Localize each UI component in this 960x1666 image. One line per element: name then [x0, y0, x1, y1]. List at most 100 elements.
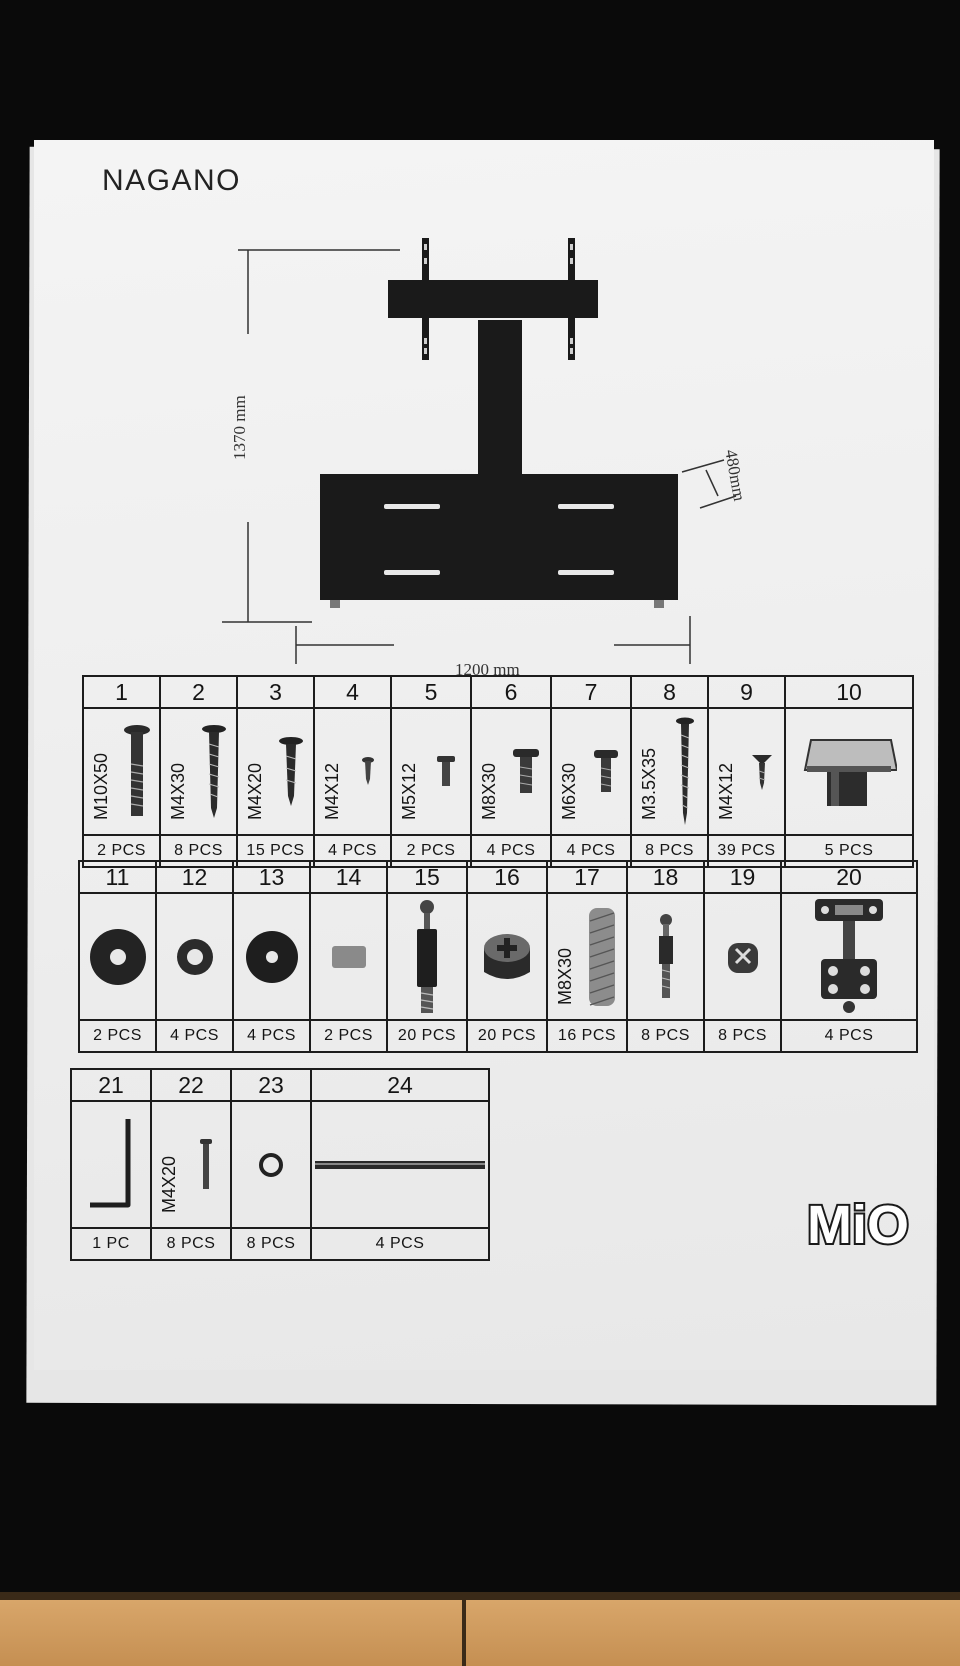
part-quantity: 16 PCS: [546, 1019, 628, 1053]
part-number: 12: [155, 860, 234, 894]
part-number: 16: [466, 860, 548, 894]
part-image: [626, 892, 705, 1021]
part-size-label: M3.5X35: [639, 747, 659, 820]
rod-icon: [315, 1160, 485, 1169]
part-image: [70, 1100, 152, 1229]
brand-logo: MiO: [805, 1195, 911, 1257]
ring-icon: [259, 1152, 283, 1177]
part-quantity: 8 PCS: [703, 1019, 782, 1053]
part-image: [386, 892, 468, 1021]
part-number: 15: [386, 860, 468, 894]
part-image: M5X12: [390, 707, 472, 836]
part-size-label: M4X30: [168, 762, 188, 820]
allen-key-icon: [90, 1118, 131, 1207]
small-washer-icon: [176, 938, 213, 975]
document-title: NAGANO: [102, 164, 242, 197]
tv-stand-drawing: [222, 238, 737, 664]
part-image: [466, 892, 548, 1021]
part-number: 13: [232, 860, 311, 894]
part-quantity: 4 PCS: [232, 1019, 311, 1053]
bolt-icon: [594, 749, 618, 792]
part-quantity: 20 PCS: [386, 1019, 468, 1053]
part-quantity: 2 PCS: [309, 1019, 388, 1053]
part-number: 20: [780, 860, 918, 894]
part-image: M4X20: [236, 707, 315, 836]
part-number: 18: [626, 860, 705, 894]
part-quantity: 1 PC: [70, 1227, 152, 1261]
part-size-label: M8X30: [479, 762, 499, 820]
cam-lock-icon: [484, 933, 530, 979]
part-quantity: 2 PCS: [78, 1019, 157, 1053]
part-number: 21: [70, 1068, 152, 1102]
part-image: [78, 892, 157, 1021]
small-bolt-icon: [437, 755, 455, 786]
part-number: 7: [550, 675, 632, 709]
part-image: M3.5X35: [630, 707, 709, 836]
part-number: 10: [784, 675, 914, 709]
part-image: M4X20: [150, 1100, 232, 1229]
table-seam: [462, 1600, 466, 1666]
part-image: [703, 892, 782, 1021]
part-number: 2: [159, 675, 238, 709]
part-image: [230, 1100, 312, 1229]
part-quantity: 4 PCS: [780, 1019, 918, 1053]
pin-screw-icon: [200, 1138, 212, 1189]
spacer-icon: [331, 945, 366, 968]
part-quantity: 8 PCS: [150, 1227, 232, 1261]
screw-icon: [278, 736, 303, 806]
washer-icon: [245, 930, 298, 983]
part-size-label: M4X12: [716, 762, 736, 820]
part-number: 11: [78, 860, 157, 894]
part-number: 23: [230, 1068, 312, 1102]
part-number: 6: [470, 675, 552, 709]
part-number: 22: [150, 1068, 232, 1102]
part-size-label: M5X12: [399, 762, 419, 820]
part-image: M4X12: [707, 707, 786, 836]
part-image: M8X30: [546, 892, 628, 1021]
part-image: M8X30: [470, 707, 552, 836]
part-image: [309, 892, 388, 1021]
part-size-label: M10X50: [91, 752, 111, 820]
part-number: 19: [703, 860, 782, 894]
small-cam-icon: [727, 942, 758, 973]
part-number: 5: [390, 675, 472, 709]
small-screw-icon: [361, 756, 374, 785]
part-image: M4X30: [159, 707, 238, 836]
instruction-sheet: NAGANO: [34, 140, 934, 1370]
part-number: 3: [236, 675, 315, 709]
part-image: [780, 892, 918, 1021]
bolt-icon: [123, 724, 150, 816]
part-image: M6X30: [550, 707, 632, 836]
part-size-label: M4X12: [322, 762, 342, 820]
part-number: 1: [82, 675, 161, 709]
part-image: [155, 892, 234, 1021]
parts-table-row-3: 21 22 23 24 M4X20 1 PC 8 PCS 8 PCS 4 P: [70, 1068, 490, 1261]
width-dimension: 1200 mm: [455, 660, 520, 679]
long-screw-icon: [675, 717, 694, 825]
part-number: 8: [630, 675, 709, 709]
large-washer-icon: [89, 928, 146, 985]
cam-bolt-icon: [417, 899, 437, 1013]
part-image: [232, 892, 311, 1021]
part-quantity: 4 PCS: [310, 1227, 490, 1261]
parts-table-row-1: 1 2 3 4 5 6 7 8 9 10 M10X50 M4X30 M4X20: [82, 675, 914, 868]
part-number: 4: [313, 675, 392, 709]
part-number: 24: [310, 1068, 490, 1102]
part-size-label: M8X30: [555, 947, 575, 1005]
part-image: M10X50: [82, 707, 161, 836]
parts-table-row-2: 11 12 13 14 15 16 17 18 19 20: [78, 860, 918, 1053]
part-size-label: M4X20: [245, 762, 265, 820]
long-screw-icon: [201, 724, 226, 818]
wooden-table-edge: [0, 1592, 960, 1666]
part-number: 17: [546, 860, 628, 894]
part-image: [310, 1100, 490, 1229]
brand-text: MiO: [807, 1195, 909, 1255]
part-size-label: M4X20: [159, 1155, 179, 1213]
part-quantity: 20 PCS: [466, 1019, 548, 1053]
part-number: 9: [707, 675, 786, 709]
height-dimension: 1370 mm: [230, 395, 249, 460]
part-image: [784, 707, 914, 836]
part-image: M4X12: [313, 707, 392, 836]
hinge-icon: [815, 898, 883, 1013]
part-number: 14: [309, 860, 388, 894]
